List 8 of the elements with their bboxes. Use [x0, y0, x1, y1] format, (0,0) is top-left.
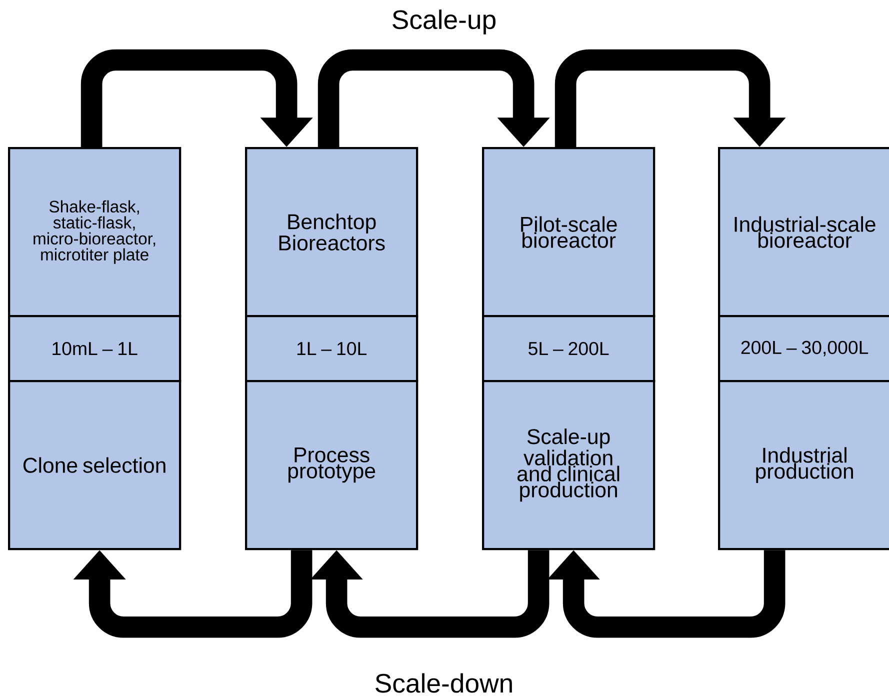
process-box: 200L – 30,000L — [718, 315, 889, 382]
process-box: 10mL – 1L — [8, 315, 182, 382]
process-box: 5L – 200L — [482, 315, 656, 382]
arrow — [310, 550, 550, 638]
heading: Scale-up — [392, 10, 496, 34]
heading: Scale-down — [376, 673, 512, 693]
process-box: 1L – 10L — [245, 315, 418, 382]
arrow — [547, 550, 786, 638]
